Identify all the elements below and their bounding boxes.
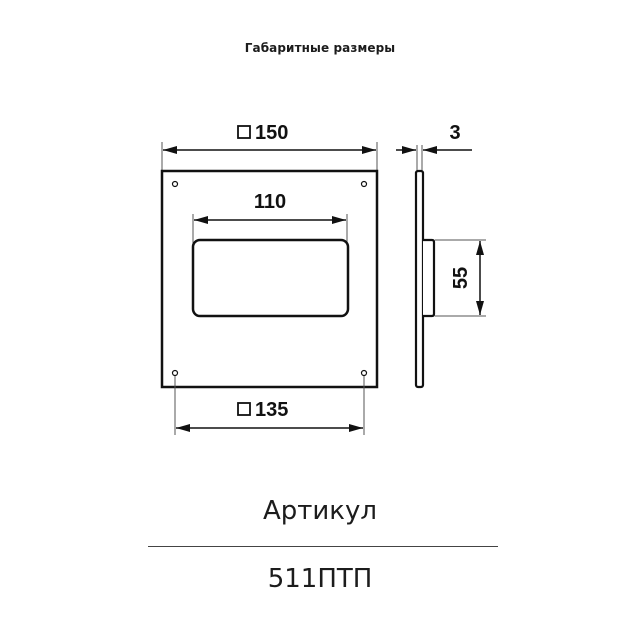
dimension-opening-width: 110 [192,191,348,245]
dimension-outer-size: 150 [161,122,378,171]
mounting-hole-icon [171,369,179,377]
article-label: Артикул [262,496,378,526]
thickness-label: 3 [449,122,460,144]
divider [148,546,498,547]
square-symbol-icon [237,125,251,139]
mounting-hole-icon [360,180,368,188]
plate-outline [160,169,379,389]
mounting-hole-icon [360,369,368,377]
hole-spacing-label: 135 [255,399,288,421]
plate-profile [414,169,425,389]
mounting-hole-icon [171,180,179,188]
opening-width-label: 110 [254,191,286,213]
boss-height-label: 55 [450,267,472,289]
dimension-thickness: 3 [396,122,472,171]
side-view: 3 55 [396,122,486,389]
front-view: 150 110 135 [160,122,379,435]
dimension-hole-spacing: 135 [174,376,365,435]
article-value: 511ПТП [267,564,373,594]
boss-profile [423,238,436,318]
dimension-boss-height: 55 [435,239,486,317]
page-title: Габаритные размеры [244,41,396,55]
duct-opening [191,238,350,318]
square-symbol-icon [237,402,251,416]
outer-size-label: 150 [255,122,288,144]
